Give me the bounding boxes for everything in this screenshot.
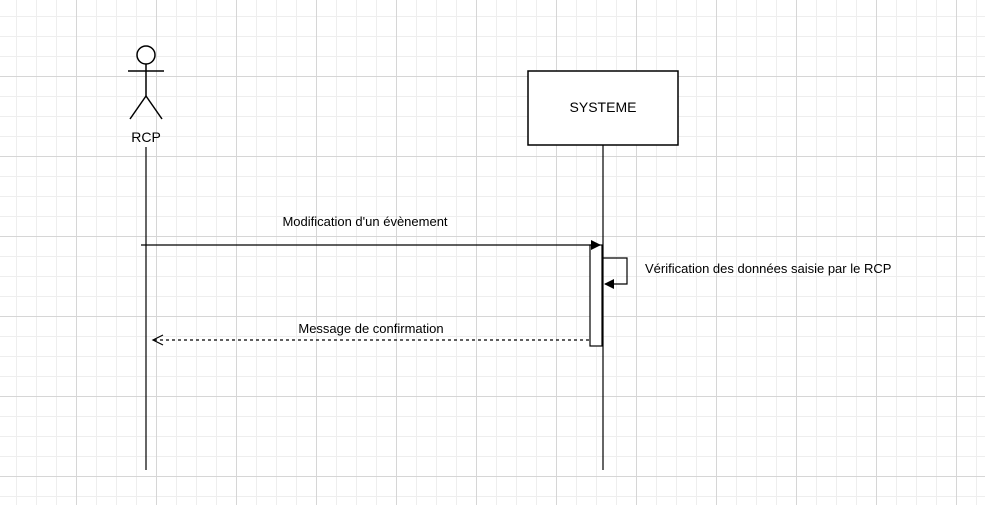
message-confirmation-label: Message de confirmation [298, 321, 443, 336]
actor-right-leg [145, 95, 163, 120]
actor-label: RCP [131, 129, 161, 145]
activation-bar[interactable] [589, 244, 603, 347]
actor-head [136, 45, 156, 65]
system-label: SYSTEME [570, 99, 637, 115]
actor-rcp[interactable]: RCP [128, 45, 164, 145]
message-verification-label: Vérification des données saisie par le R… [645, 261, 891, 276]
system-participant[interactable]: SYSTEME [527, 70, 679, 146]
message-modification-label: Modification d'un évènement [282, 214, 447, 229]
message-verification-arrow [602, 257, 628, 289]
message-confirmation-arrowhead [151, 334, 164, 346]
message-confirmation[interactable]: Message de confirmation [151, 321, 589, 346]
message-verification[interactable]: Vérification des données saisie par le R… [602, 257, 891, 289]
actor-left-leg [129, 95, 147, 120]
system-box [527, 70, 679, 146]
message-modification[interactable]: Modification d'un évènement [141, 214, 601, 250]
